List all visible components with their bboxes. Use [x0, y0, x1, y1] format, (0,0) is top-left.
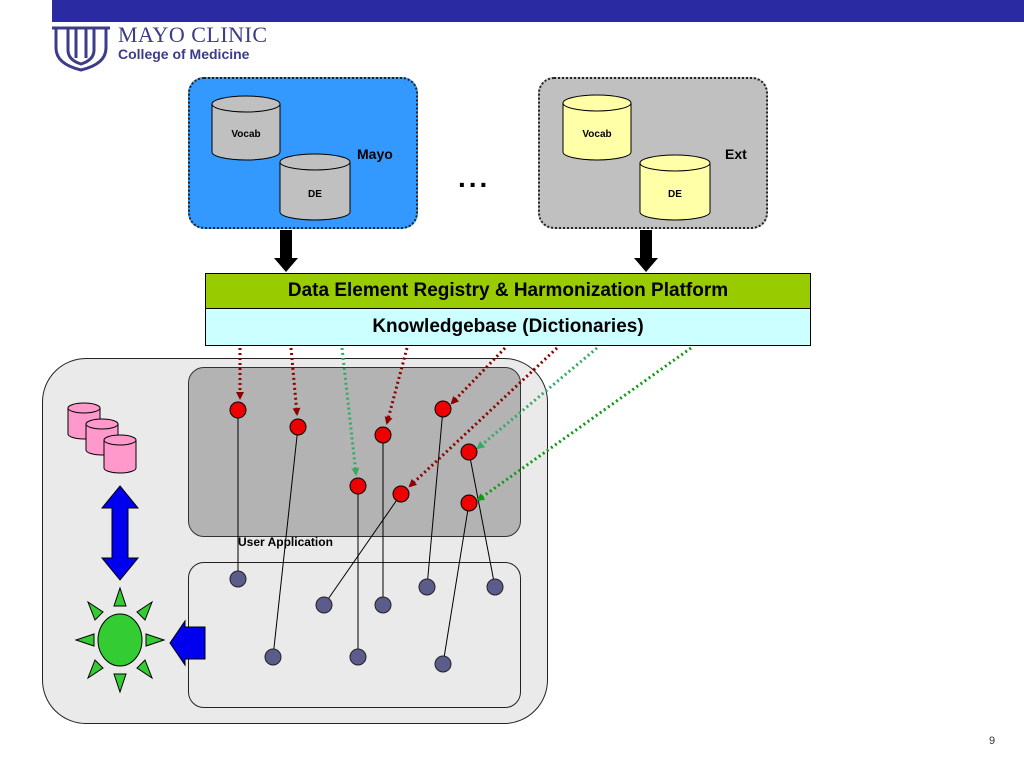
- kb-arrow-5: [450, 346, 507, 405]
- kb-arrow-4: [384, 347, 409, 425]
- application-node: [374, 596, 392, 614]
- sun-icon: [74, 586, 166, 694]
- ext-de-cylinder: DE: [639, 154, 711, 221]
- data-element-node: [392, 485, 410, 503]
- ext-label: Ext: [725, 146, 747, 162]
- data-element-node: [460, 494, 478, 512]
- application-node: [229, 570, 247, 588]
- data-element-node: [374, 426, 392, 444]
- link-lines: [237, 408, 496, 665]
- application-node: [315, 596, 333, 614]
- logo-sub-text: College of Medicine: [118, 46, 250, 62]
- left-arrow-icon: [169, 619, 206, 667]
- mayo-shield-icon: [52, 26, 110, 72]
- data-element-node: [460, 443, 478, 461]
- ext-down-arrow: [634, 230, 658, 272]
- kb-arrow-2: [289, 347, 301, 416]
- logo-main-text: MAYO CLINIC: [118, 22, 268, 47]
- data-element-node: [289, 418, 307, 436]
- kb-arrow-6: [408, 346, 559, 488]
- data-element-node: [229, 401, 247, 419]
- mayo-label: Mayo: [357, 146, 393, 162]
- logo: MAYO CLINIC College of Medicine: [118, 22, 268, 63]
- application-node: [434, 655, 452, 673]
- knowledgebase-bar: Knowledgebase (Dictionaries): [205, 308, 811, 346]
- kb-arrow-8: [476, 346, 692, 502]
- application-node: [486, 578, 504, 596]
- kb-arrow-3: [340, 347, 360, 476]
- title-bar: [52, 0, 1024, 22]
- ellipsis: ...: [458, 162, 491, 193]
- application-node: [349, 648, 367, 666]
- registry-platform-bar: Data Element Registry & Harmonization Pl…: [205, 273, 811, 309]
- application-node: [418, 578, 436, 596]
- database-stack-icon: [67, 402, 137, 474]
- page-number: 9: [989, 735, 996, 747]
- ext-vocab-label: Vocab: [582, 129, 611, 140]
- mayo-de-cylinder: DE: [279, 153, 351, 221]
- ext-vocab-cylinder: Vocab: [562, 94, 632, 161]
- mayo-de-label: DE: [308, 189, 322, 200]
- mayo-vocab-cylinder: Vocab: [211, 95, 281, 161]
- mayo-down-arrow: [274, 230, 298, 272]
- data-element-node: [349, 477, 367, 495]
- data-element-node: [434, 400, 452, 418]
- double-arrow-icon: [100, 485, 140, 581]
- ext-de-label: DE: [668, 189, 682, 200]
- application-node: [264, 648, 282, 666]
- mayo-vocab-label: Vocab: [231, 129, 260, 140]
- kb-arrow-7: [476, 346, 598, 450]
